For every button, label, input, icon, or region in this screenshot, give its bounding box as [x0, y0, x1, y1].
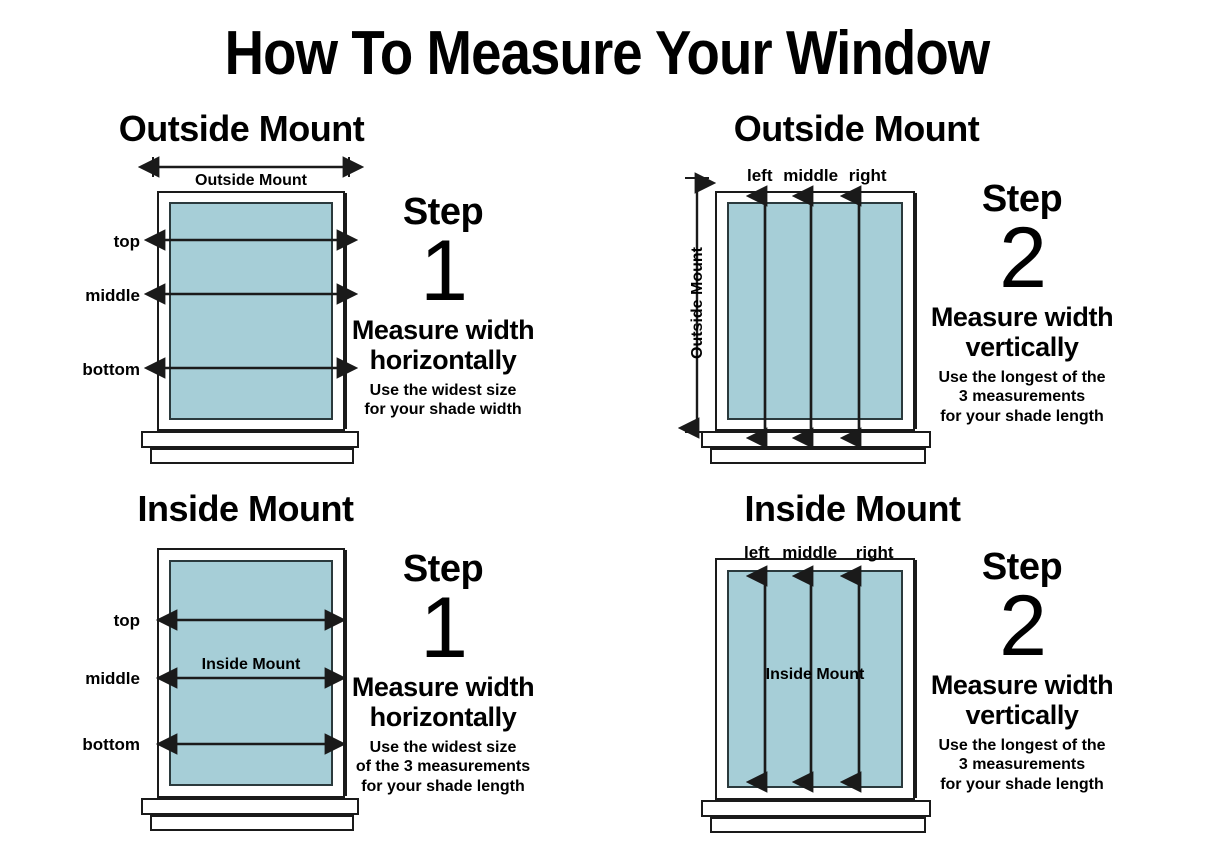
- step-number: 2: [999, 578, 1047, 674]
- window-glass: [169, 202, 333, 420]
- dimension-caption: Inside Mount: [201, 656, 301, 673]
- step-main-line1: Measure width: [351, 671, 535, 702]
- step-number: 1: [420, 580, 468, 676]
- step-word: Step: [981, 178, 1063, 220]
- column-label-right: right: [855, 543, 894, 562]
- panel-heading: Inside Mount: [137, 488, 354, 529]
- column-labels: left middle right: [747, 166, 887, 186]
- step-block: Step 1 Measure width horizontally Use th…: [328, 193, 558, 420]
- row-label-top: top: [113, 232, 140, 251]
- step-main-line2: horizontally: [369, 344, 517, 375]
- panel-inside-mount-step1: Inside Mount Inside Mount top middle bot…: [0, 488, 607, 865]
- row-label-top: top: [113, 611, 140, 630]
- window-sill-lower: [710, 817, 926, 833]
- step-main-line2: vertically: [965, 331, 1079, 362]
- column-label-left: left: [744, 543, 770, 562]
- step-sub-line1: Use the longest of the: [938, 369, 1106, 387]
- row-label-bottom: bottom: [82, 735, 140, 754]
- step-word: Step: [981, 546, 1063, 588]
- window-sill-upper: [701, 800, 931, 817]
- column-label-middle: middle: [782, 543, 838, 562]
- step-block: Step 2 Measure width vertically Use the …: [907, 548, 1137, 794]
- dimension-caption: Outside Mount: [195, 172, 307, 189]
- window-glass: [727, 570, 903, 788]
- step-sub-line3: for your shade length: [940, 407, 1104, 425]
- window-sill-upper: [701, 431, 931, 448]
- step-number: 1: [420, 223, 468, 319]
- column-labels: left middle right: [744, 543, 894, 563]
- step-sub-line2: 3 measurements: [958, 756, 1086, 774]
- step-sub-line1: Use the widest size: [369, 739, 517, 757]
- step-number: 2: [999, 210, 1047, 306]
- step-sub-line1: Use the longest of the: [938, 737, 1106, 755]
- row-label-middle: middle: [85, 286, 140, 305]
- page-title: How To Measure Your Window: [224, 19, 991, 88]
- window-sill-lower: [710, 448, 926, 464]
- step-block: Step 2 Measure width vertically Use the …: [907, 180, 1137, 426]
- step-main-line1: Measure width: [930, 301, 1114, 332]
- step-sub-line1: Use the widest size: [369, 382, 517, 400]
- row-label-middle: middle: [85, 669, 140, 688]
- step-block: Step 1 Measure width horizontally Use th…: [328, 550, 558, 796]
- step-sub-line3: for your shade length: [361, 777, 525, 795]
- panel-heading: Outside Mount: [118, 108, 365, 149]
- window-sill-upper: [141, 798, 359, 815]
- step-main-line1: Measure width: [930, 669, 1114, 700]
- step-main-line2: vertically: [965, 699, 1079, 730]
- step-sub-line3: for your shade length: [940, 775, 1104, 793]
- panel-outside-mount-step2: Outside Mount Outside Mount left middle: [607, 108, 1214, 478]
- column-label-middle: middle: [783, 166, 839, 185]
- step-word: Step: [402, 548, 484, 590]
- step-sub-line2: of the 3 measurements: [355, 758, 531, 776]
- window-sill-upper: [141, 431, 359, 448]
- panel-heading: Outside Mount: [733, 108, 980, 149]
- step-main-line2: horizontally: [369, 701, 517, 732]
- window-glass: [727, 202, 903, 420]
- window-sill-lower: [150, 448, 354, 464]
- step-word: Step: [402, 191, 484, 233]
- column-label-right: right: [848, 166, 887, 185]
- window-sill-lower: [150, 815, 354, 831]
- row-label-bottom: bottom: [82, 360, 140, 379]
- column-label-left: left: [747, 166, 773, 185]
- panel-outside-mount-step1: Outside Mount Outside Mount top middle b…: [0, 108, 607, 478]
- step-sub-line2: 3 measurements: [958, 388, 1086, 406]
- panel-inside-mount-step2: Inside Mount Inside Mount left middle ri…: [607, 488, 1214, 865]
- panel-heading: Inside Mount: [744, 488, 961, 529]
- step-main-line1: Measure width: [351, 314, 535, 345]
- dimension-caption: Outside Mount: [689, 247, 706, 359]
- step-sub-line2: for your shade width: [364, 401, 522, 419]
- dimension-caption: Inside Mount: [765, 666, 865, 683]
